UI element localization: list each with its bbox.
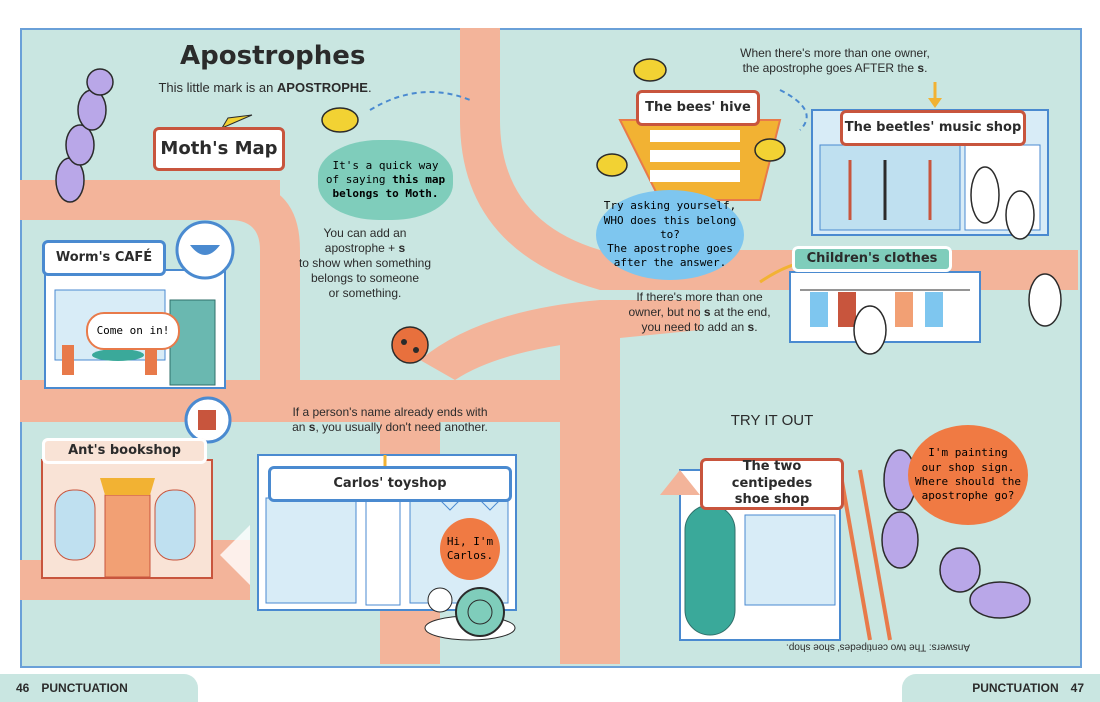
- painting-bubble: I'm painting our shop sign. Where should…: [908, 425, 1028, 525]
- add-line2-bold: s: [398, 241, 406, 255]
- carlos-line2-bold: s: [308, 420, 316, 434]
- add-line4: belongs to someone: [310, 271, 420, 285]
- come-in-bubble: Come on in!: [86, 312, 180, 350]
- no-s-line1: If there's more than one: [636, 290, 763, 304]
- page-title: Apostrophes: [180, 41, 366, 71]
- no-s-line2-bold: s: [703, 305, 711, 319]
- no-s-line2: owner, but no: [628, 305, 704, 319]
- road-network: [20, 28, 1078, 664]
- moth-bubble-bold2: belongs to Moth.: [332, 187, 439, 201]
- add-apostrophe-text: You can add an apostrophe + s to show wh…: [290, 226, 440, 301]
- no-s-line3-post: .: [754, 320, 758, 334]
- carlos-bubble-line1: Hi, I'm: [446, 534, 494, 548]
- centipede-green: [881, 449, 1031, 619]
- moth-bubble: It's a quick way of saying this map belo…: [318, 140, 453, 220]
- ask-yourself-bubble: Try asking yourself, WHO does this belon…: [596, 190, 744, 280]
- owner-line2: the apostrophe goes AFTER the: [742, 61, 918, 75]
- ask-line2: WHO does this belong to?: [603, 213, 737, 241]
- carlos-bubble: Hi, I'm Carlos.: [440, 518, 500, 580]
- owner-line2-bold: s: [917, 61, 925, 75]
- add-line2: apostrophe +: [324, 241, 399, 255]
- no-s-text: If there's more than one owner, but no s…: [612, 290, 787, 335]
- owner-text: When there's more than one owner, the ap…: [700, 46, 970, 76]
- children-clothes-building: [789, 271, 981, 343]
- beetles-music-shop-sign: The beetles' music shop: [840, 110, 1026, 146]
- centipede-sign-line1: The two centipedes: [731, 458, 813, 491]
- footer-left-page: 46: [16, 681, 30, 695]
- add-line1: You can add an: [323, 226, 407, 240]
- moth-bubble-line1: It's a quick way: [332, 158, 439, 172]
- owner-line2-post: .: [924, 61, 928, 75]
- intro-apostrophe-word: APOSTROPHE: [276, 80, 368, 95]
- carlos-text: If a person's name already ends with an …: [270, 405, 510, 435]
- footer-right-page: 47: [1070, 681, 1084, 695]
- footer-right: PUNCTUATION 47: [902, 674, 1100, 702]
- no-s-line3-bold: s: [747, 320, 755, 334]
- snail-carlos: [424, 587, 516, 641]
- intro-line-post: .: [367, 80, 372, 95]
- painting-line3: Where should the: [915, 475, 1021, 488]
- no-s-line2-post: at the end,: [710, 305, 771, 319]
- ask-line3: The apostrophe goes: [607, 242, 733, 256]
- answer-text: Answers: The two centipedes' shoe shop.: [785, 641, 971, 653]
- worm-cafe-building: [44, 220, 235, 389]
- footer-left: 46 PUNCTUATION: [0, 674, 198, 702]
- footer-right-section: PUNCTUATION: [972, 681, 1059, 695]
- bees-hive-sign: The bees' hive: [636, 90, 760, 126]
- add-line5: or something.: [328, 286, 402, 300]
- carlos-toyshop-sign: Carlos' toyshop: [268, 466, 512, 502]
- worm-cafe-sign: Worm's CAFÉ: [42, 240, 166, 276]
- ant-bookshop-sign: Ant's bookshop: [42, 438, 207, 464]
- moth-bubble-bold1: this map: [392, 172, 446, 186]
- ladybird-bug: [391, 326, 429, 364]
- footer-left-section: PUNCTUATION: [41, 681, 128, 695]
- owner-line1: When there's more than one owner,: [740, 46, 930, 60]
- bee-flying: [321, 58, 786, 177]
- no-s-line3: you need to add an: [641, 320, 748, 334]
- try-it-out-heading: TRY IT OUT: [730, 412, 814, 429]
- path-arrow: [220, 525, 250, 585]
- moth-map-sign: Moth's Map: [153, 127, 285, 171]
- children-clothes-sign: Children's clothes: [792, 246, 952, 272]
- intro-text: This little mark is an APOSTROPHE.: [150, 80, 380, 96]
- millipede-moth: [55, 68, 114, 203]
- carlos-bubble-line2: Carlos.: [446, 549, 494, 562]
- carlos-line1: If a person's name already ends with: [292, 405, 488, 419]
- beehive-building: [618, 119, 782, 201]
- painting-line2: our shop sign.: [921, 460, 1015, 474]
- intro-line-pre: This little mark is an: [158, 80, 277, 95]
- painting-line4: apostrophe go?: [921, 489, 1015, 503]
- centipede-shoe-shop-sign: The two centipedes shoe shop: [700, 458, 844, 510]
- ant-bookshop-building: [41, 396, 232, 579]
- carlos-line2-post: , you usually don't need another.: [315, 420, 488, 434]
- painting-line1: I'm painting: [928, 446, 1008, 460]
- ask-line4: after the answer.: [613, 256, 727, 270]
- carlos-line2-pre: an: [292, 420, 309, 434]
- moth-bubble-line2: of saying: [325, 172, 393, 186]
- centipede-sign-line2: shoe shop: [734, 492, 810, 508]
- add-line3: to show when something: [298, 256, 432, 270]
- ask-line1: Try asking yourself,: [603, 199, 737, 213]
- beetle-pair: [853, 166, 1062, 355]
